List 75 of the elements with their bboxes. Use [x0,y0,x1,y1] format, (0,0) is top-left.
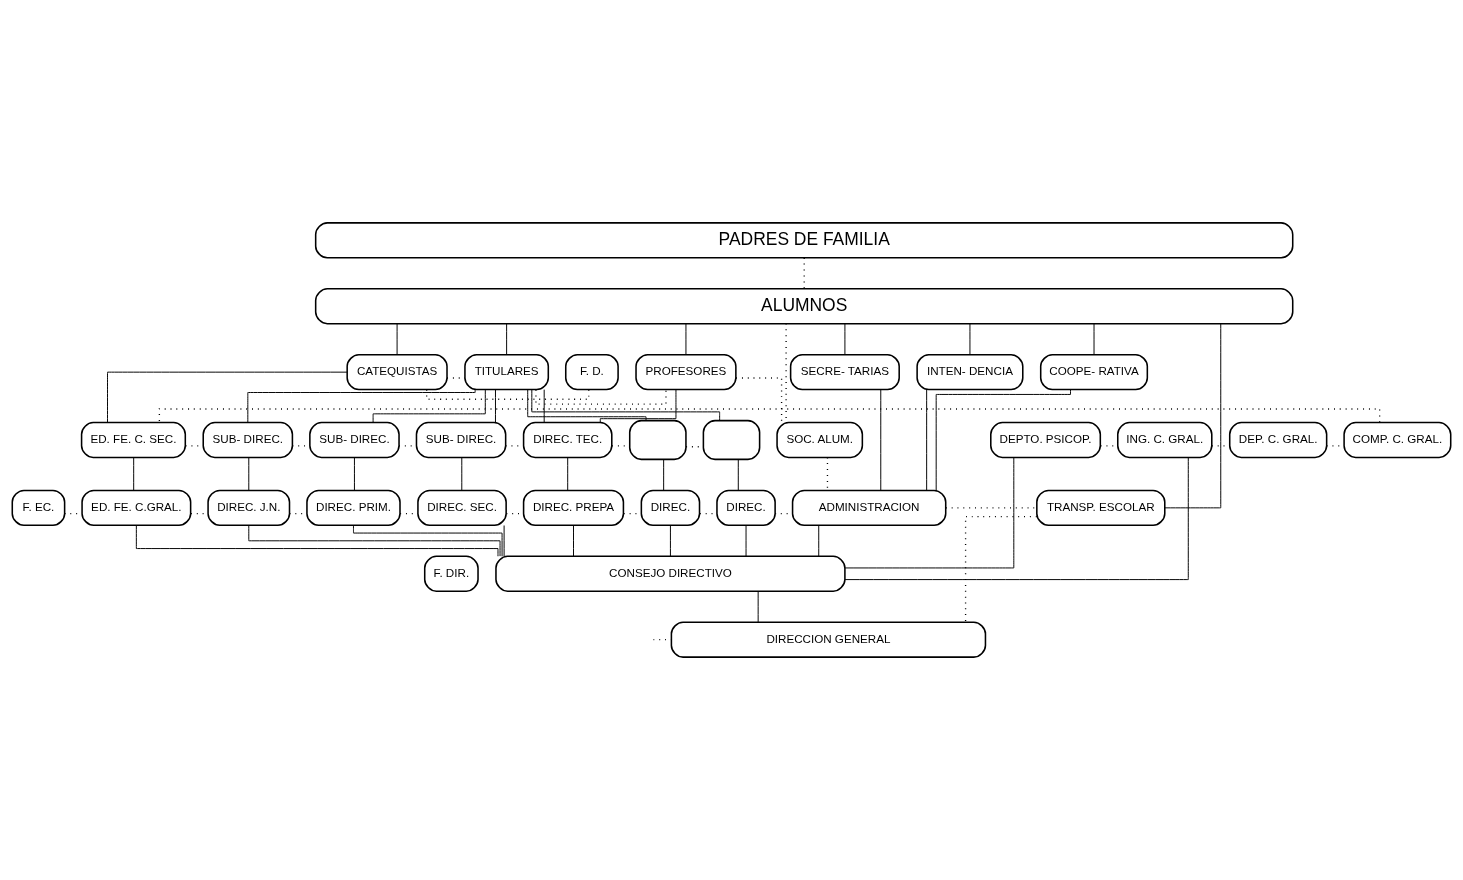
connector [964,515,1038,623]
node-box: DIREC. TEC. [522,421,613,459]
node-box [702,419,761,461]
connector [669,525,671,557]
connector [133,457,135,491]
node-box: DIREC. PRIM. [306,489,401,527]
node-box: COMP. C. GRAL. [1343,421,1452,459]
node-box: DIREC. J.N. [207,489,291,527]
node-box: TITULARES [464,353,550,391]
node-box: F. D. [564,353,619,391]
node-box: F. EC. [11,489,66,527]
node-box: PROFESORES [635,353,737,391]
connector [495,389,496,423]
connector [745,525,747,557]
node-box: PADRES DE FAMILIA [314,222,1294,259]
connector [844,323,846,355]
connector [461,457,463,491]
node-box: DEP. C. GRAL. [1228,421,1328,459]
connector [573,525,574,557]
connector [396,323,398,355]
node-box: SUB- DIREC. [202,421,294,459]
node-box: ADMINISTRACION [791,489,947,527]
node-box: TRANSP. ESCOLAR [1036,489,1166,527]
connector [527,389,647,421]
node-box: ALUMNOS [314,288,1294,325]
connector [543,389,545,423]
node-box [628,419,687,461]
node-box: SECRE- TARIAS [789,353,900,391]
node-box: DIREC. PREPA [522,489,625,527]
node-box: F. DIR. [423,555,479,592]
connector [685,323,687,355]
connector [107,371,348,423]
connector [531,389,721,421]
connector [248,457,250,491]
connector [926,389,928,491]
node-box: CONSEJO DIRECTIVO [495,555,846,592]
connector [844,457,1189,581]
connector [737,459,739,491]
node-box: DIREC. SEC. [417,489,507,527]
connector [247,389,476,423]
connector [353,524,503,557]
connector [567,457,569,491]
node-box: ED. FE. C. SEC. [80,421,187,459]
connector [135,524,499,557]
connector [506,323,508,355]
connector [599,389,677,423]
connector [1093,323,1095,355]
node-box: ING. C. GRAL. [1117,421,1213,459]
connector [844,457,1015,569]
connector [803,257,805,290]
connector [372,389,486,423]
connector [248,525,501,557]
connector [535,388,667,405]
node-box: SUB- DIREC. [309,421,400,459]
node-box: DEPTO. PSICOP. [990,421,1102,459]
node-box: DIREC. [640,489,701,527]
node-box: ED. FE. C.GRAL. [81,489,192,527]
connector [880,389,882,491]
connector [818,525,820,557]
connector [735,377,783,424]
node-box: SUB- DIREC. [415,421,507,459]
connector [426,389,590,400]
node-box: DIRECCION GENERAL [670,621,987,658]
node-box: DIREC. [716,489,776,527]
node-box: CATEQUISTAS [346,353,448,391]
node-box: COOPE- RATIVA [1039,353,1149,391]
connector [969,323,971,355]
connector [503,525,505,557]
connector [757,590,759,623]
connector [663,459,665,491]
node-box: SOC. ALUM. [776,421,864,459]
connector [353,457,355,491]
connector [935,389,1071,491]
connector [1164,323,1222,509]
node-box: INTEN- DENCIA [916,353,1024,391]
